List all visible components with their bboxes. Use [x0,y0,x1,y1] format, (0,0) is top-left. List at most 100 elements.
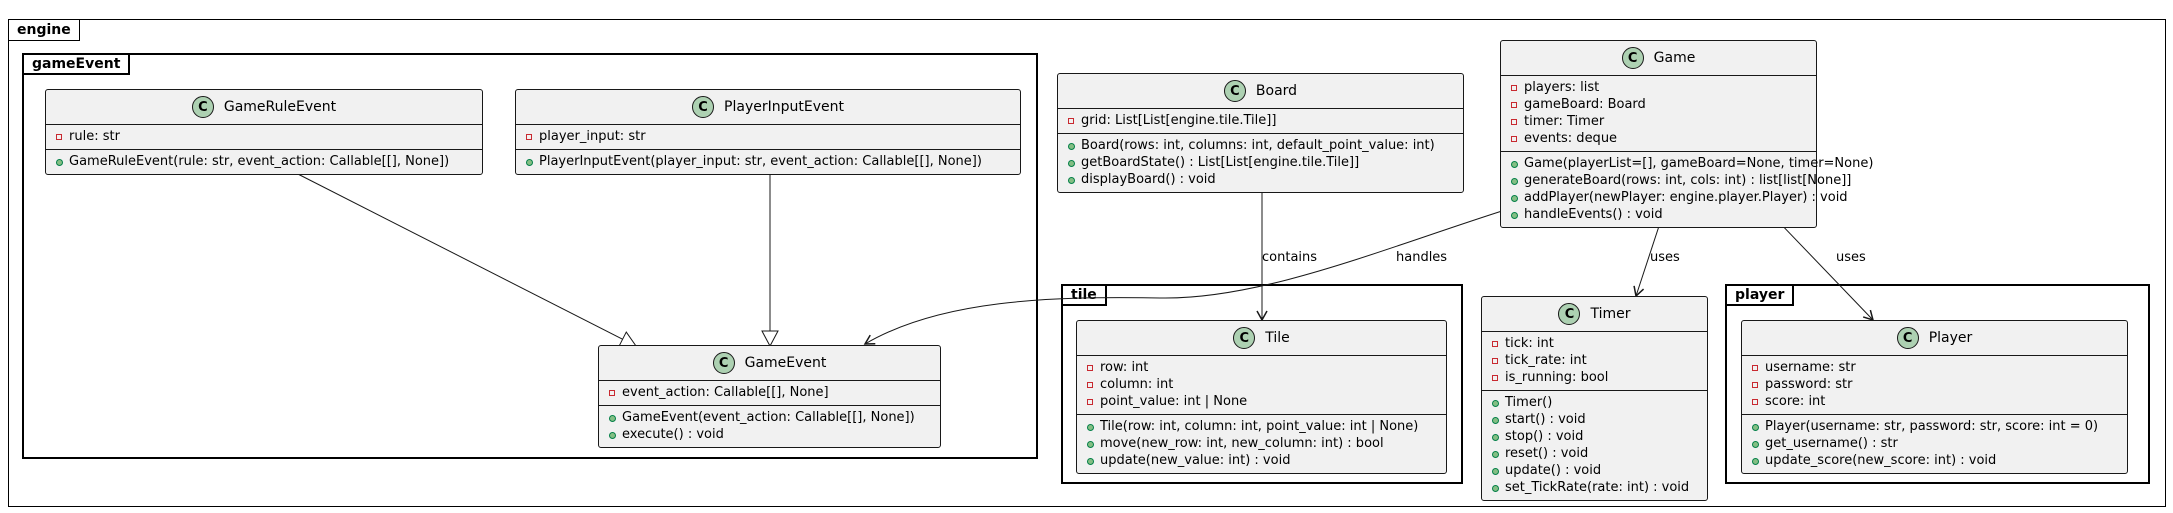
class-attribute: grid: List[List[engine.tile.Tile]] [1066,112,1455,129]
member-text: timer: Timer [1524,114,1605,129]
member-text: set_TickRate(rate: int) : void [1505,480,1690,495]
package-player-label: player [1725,284,1795,306]
class-method: stop() : void [1490,428,1699,445]
class-name: Game [1653,50,1696,66]
class-attributes: players: list gameBoard: Board timer: Time… [1501,76,1816,151]
member-text: gameBoard: Board [1524,97,1646,112]
member-text: GameEvent(event_action: Callable[[], Non… [622,410,915,425]
member-text: update(new_value: int) : void [1100,453,1291,468]
public-visibility-icon [607,428,617,441]
class-attribute: column: int [1085,376,1438,393]
edge-game-handles-gameevent [863,210,1503,345]
class-methods: Tile(row: int, column: int, point_value:… [1077,414,1446,473]
class-attribute: username: str [1750,359,2119,376]
class-method: Board(rows: int, columns: int, default_p… [1066,137,1455,154]
member-text: getBoardState() : List[List[engine.tile.… [1081,155,1360,170]
edge-label-uses-timer: uses [1650,250,1680,265]
class-method: Timer() [1490,394,1699,411]
member-text: username: str [1765,360,1856,375]
member-text: tick_rate: int [1505,353,1587,368]
class-badge-icon: C [1558,303,1581,325]
class-attributes: grid: List[List[engine.tile.Tile]] [1058,109,1463,133]
member-text: column: int [1100,377,1174,392]
public-visibility-icon [1750,420,1760,433]
class-attribute: tick_rate: int [1490,352,1699,369]
member-text: PlayerInputEvent(player_input: str, even… [539,154,982,169]
class-badge-icon: C [1621,47,1644,69]
class-methods: Player(username: str, password: str, sco… [1742,414,2127,473]
class-method: execute() : void [607,426,932,443]
private-visibility-icon [1509,81,1519,94]
member-text: handleEvents() : void [1524,207,1663,222]
edge-game-uses-player [1776,219,1875,322]
member-text: Game(playerList=[], gameBoard=None, time… [1524,156,1874,171]
public-visibility-icon [1509,157,1519,170]
private-visibility-icon [1066,114,1076,127]
class-method: Tile(row: int, column: int, point_value:… [1085,418,1438,435]
public-visibility-icon [1490,481,1500,494]
package-tile-label: tile [1061,284,1107,306]
member-text: displayBoard() : void [1081,172,1216,187]
class-attribute: player_input: str [524,128,1012,145]
private-visibility-icon [1509,115,1519,128]
class-method: getBoardState() : List[List[engine.tile.… [1066,154,1455,171]
member-text: Board(rows: int, columns: int, default_p… [1081,138,1435,153]
class-badge-icon: C [1233,327,1256,349]
member-text: password: str [1765,377,1853,392]
member-text: Tile(row: int, column: int, point_value:… [1100,419,1419,434]
class-methods: GameEvent(event_action: Callable[[], Non… [599,405,940,447]
member-text: players: list [1524,80,1600,95]
class-name: Player [1928,330,1973,346]
private-visibility-icon [1490,354,1500,367]
package-gameEvent-label: gameEvent [22,53,131,75]
class-attribute: is_running: bool [1490,369,1699,386]
class-method: reset() : void [1490,445,1699,462]
public-visibility-icon [1509,191,1519,204]
edge-game-uses-timer [1633,219,1662,298]
class-attribute: password: str [1750,376,2119,393]
class-method: update() : void [1490,462,1699,479]
package-player: player [1725,284,2150,484]
class-method: update_score(new_score: int) : void [1750,452,2119,469]
class-attribute: event_action: Callable[[], None] [607,384,932,401]
public-visibility-icon [524,155,534,168]
edge-label-handles: handles [1396,250,1448,265]
class-badge-icon: C [191,96,214,118]
class-method: start() : void [1490,411,1699,428]
private-visibility-icon [1085,395,1095,408]
class-name: PlayerInputEvent [724,99,844,115]
class-methods: Game(playerList=[], gameBoard=None, time… [1501,151,1873,227]
class-attribute: players: list [1509,79,1808,96]
member-text: addPlayer(newPlayer: engine.player.Playe… [1524,190,1848,205]
class-method: set_TickRate(rate: int) : void [1490,479,1699,496]
class-attributes: player_input: str [516,125,1020,149]
class-method: update(new_value: int) : void [1085,452,1438,469]
private-visibility-icon [1509,98,1519,111]
class-method: get_username() : str [1750,435,2119,452]
private-visibility-icon [1750,395,1760,408]
public-visibility-icon [1490,464,1500,477]
private-visibility-icon [1490,337,1500,350]
public-visibility-icon [1490,396,1500,409]
public-visibility-icon [1509,208,1519,221]
class-attribute: point_value: int | None [1085,393,1438,410]
member-text: GameRuleEvent(rule: str, event_action: C… [69,154,450,169]
class-attribute: rule: str [54,128,474,145]
class-header: C Timer [1482,297,1707,332]
class-methods: PlayerInputEvent(player_input: str, even… [516,149,1020,174]
class-method: GameRuleEvent(rule: str, event_action: C… [54,153,474,170]
member-text: stop() : void [1505,429,1584,444]
private-visibility-icon [1509,132,1519,145]
class-name: Timer [1590,306,1631,322]
